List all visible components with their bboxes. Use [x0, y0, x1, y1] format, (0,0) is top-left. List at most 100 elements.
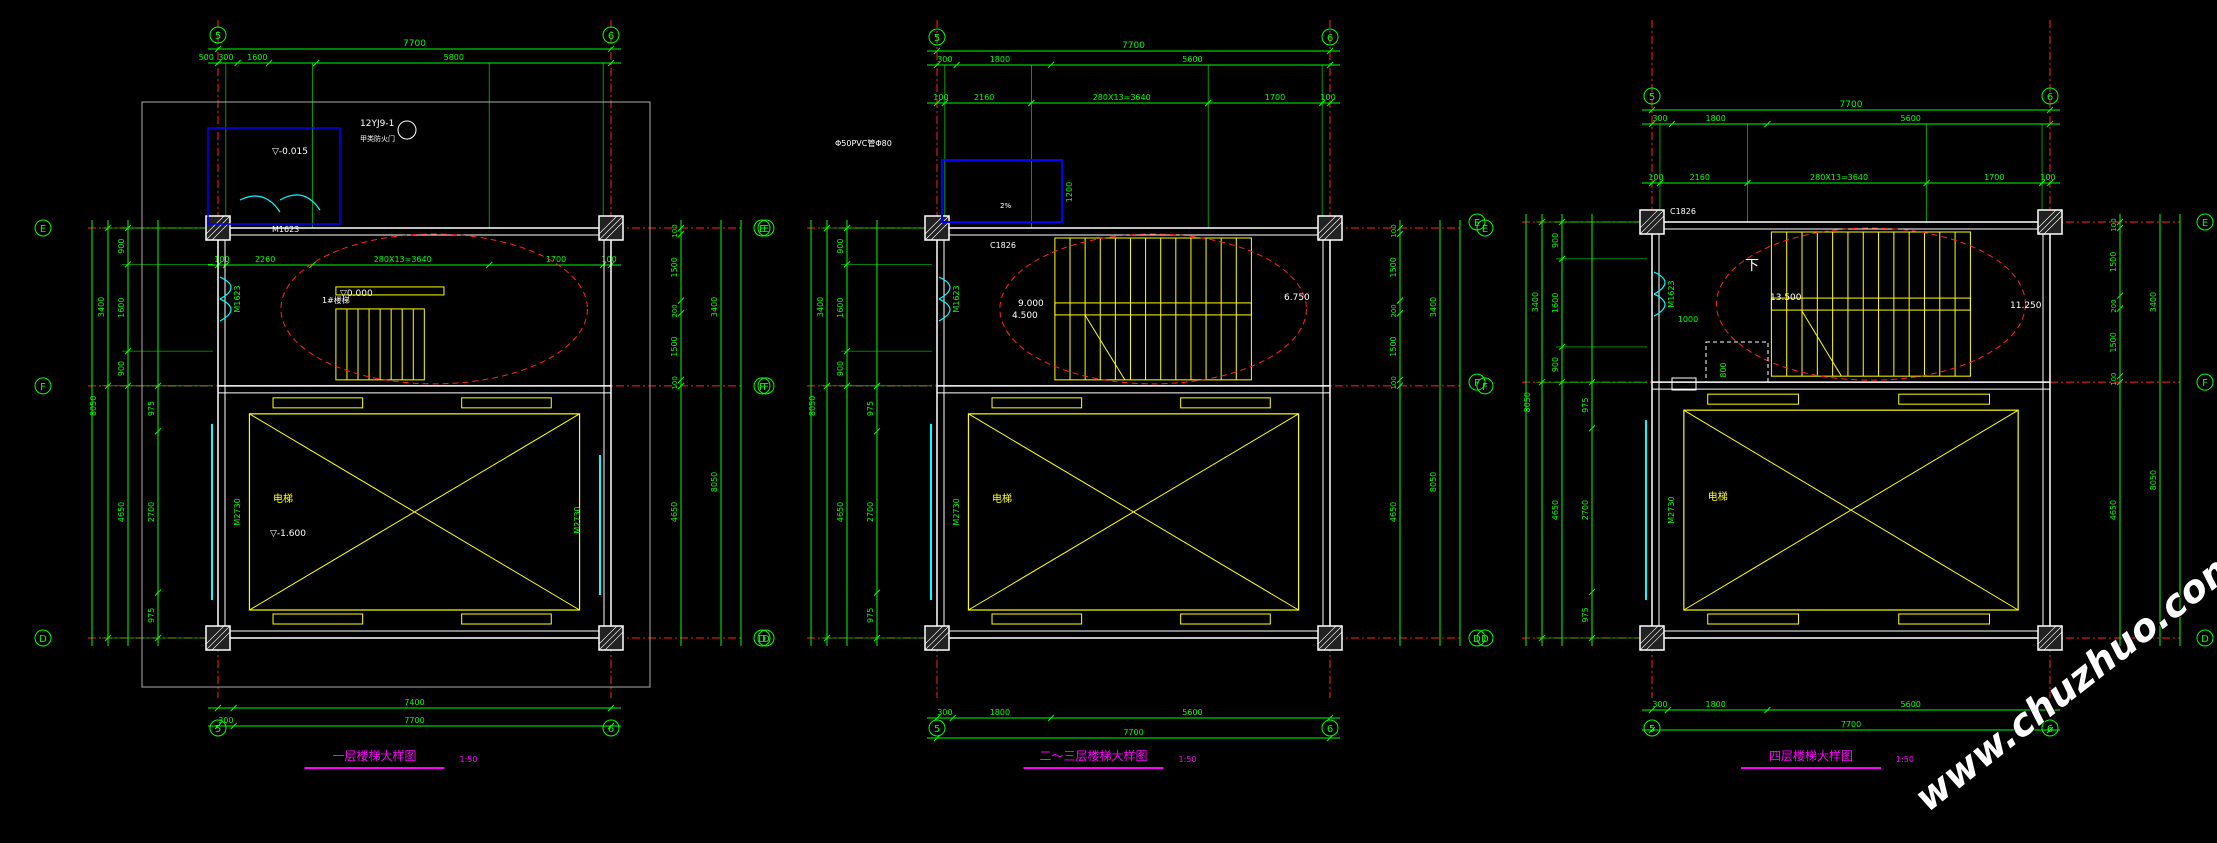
dim-stair: 1700	[1984, 173, 2004, 182]
dim-tick	[2116, 305, 2124, 312]
dim-tick	[265, 59, 273, 67]
grid-label: F	[40, 382, 46, 393]
dim-overall: 7700	[1840, 100, 1863, 110]
grid-bubble	[928, 28, 946, 46]
dim-tick	[2116, 372, 2124, 380]
dim-tick	[1764, 120, 1771, 128]
handrail	[1054, 302, 1252, 316]
dim-stair: 2160	[974, 93, 994, 102]
plan-scale: 1:50	[1896, 755, 1914, 764]
column-hatch	[211, 221, 231, 241]
grid-label: F	[2202, 378, 2208, 389]
grid-bubble	[1321, 28, 1339, 46]
column-hatch	[924, 625, 950, 651]
dim-bottom: 5600	[1182, 708, 1202, 717]
door-label: M1623	[233, 285, 242, 312]
grid-bubble	[2041, 719, 2059, 737]
dim-left: 1600	[117, 298, 126, 318]
dim-tick	[1668, 120, 1676, 128]
door-label-entry: M1623	[272, 225, 299, 234]
column-hatch	[205, 215, 231, 241]
grid-bubble	[1468, 629, 1486, 647]
level-elevator: ▽-1.600	[270, 529, 306, 539]
column-hatch	[1323, 631, 1343, 651]
dim-left: 900	[117, 361, 126, 376]
dim-left: 8050	[1523, 392, 1532, 412]
stair-label: 1#楼梯	[322, 295, 350, 305]
inner-wall	[1658, 228, 2044, 632]
dim-tick	[214, 45, 222, 53]
column-hatch	[2037, 209, 2057, 229]
dim-right: 4650	[670, 502, 679, 522]
column-hatch	[924, 215, 944, 235]
dim-tick	[607, 45, 615, 53]
outer-wall	[217, 227, 612, 639]
plan-scale: 1:50	[460, 755, 478, 764]
canopy-note-sub: 甲类防火门	[360, 134, 395, 143]
column-hatch	[1317, 625, 1343, 651]
dim-stair: 1700	[1265, 93, 1285, 102]
dim-tick	[1396, 230, 1404, 238]
grid-bubble	[209, 26, 227, 44]
dim-tick	[949, 714, 957, 722]
grid-label: D	[1473, 634, 1481, 645]
dim-left: 3400	[1531, 292, 1540, 312]
dim-tick	[1326, 47, 1334, 55]
column-hatch	[598, 625, 618, 645]
dim-left: 2700	[147, 502, 156, 522]
grid-bubble	[757, 377, 775, 395]
dim-tick	[677, 224, 685, 232]
level-landing-b: 4.500	[1012, 311, 1038, 321]
column-hatch	[2037, 625, 2063, 651]
dim-extra: 800	[1719, 362, 1728, 377]
dim-right: 200	[2110, 299, 2118, 312]
grid-label: E	[2202, 218, 2208, 229]
plan-title: 四层楼梯大样图	[1769, 748, 1853, 763]
dim-tick	[2116, 218, 2124, 226]
dim-tick	[2116, 224, 2124, 232]
door-label: M2730	[952, 498, 961, 525]
stair-break	[1800, 309, 1842, 377]
grid-label: E	[40, 224, 46, 235]
dim-stair: 2260	[255, 255, 275, 264]
dim-stair: 100	[1320, 93, 1335, 102]
dim-tick	[1648, 706, 1656, 714]
dim-stair: 280X13=3640	[1810, 173, 1868, 182]
grid-label: 5	[1649, 92, 1655, 103]
grid-label: D	[762, 634, 770, 645]
handrail	[335, 286, 445, 296]
level-upper: 11.250	[2010, 301, 2042, 311]
grid-label: E	[763, 224, 769, 235]
grid-bubble	[1643, 87, 1661, 105]
dim-tick	[933, 99, 941, 107]
dim-right: 3400	[1429, 297, 1438, 317]
dim-tick	[2046, 120, 2054, 128]
dim-tick	[933, 734, 941, 742]
column-hatch	[1639, 625, 1659, 645]
level-canopy: ▽-0.015	[272, 147, 308, 157]
elevator-sill	[991, 613, 1083, 625]
dim-tick	[933, 714, 941, 722]
dim-part: 5800	[444, 53, 464, 62]
column-hatch	[924, 215, 950, 241]
elevator-cross	[1683, 409, 2019, 611]
dim-bottom: 1800	[1706, 700, 1726, 709]
dim-right: 8050	[710, 472, 719, 492]
elevator-sill	[272, 613, 364, 625]
dim-right: 100	[671, 224, 679, 237]
dim-left: 900	[836, 239, 845, 254]
dim-part: 5600	[1182, 55, 1202, 64]
column-hatch	[924, 625, 944, 645]
grid-bubble	[602, 719, 620, 737]
column-hatch	[604, 221, 624, 241]
grid-bubble	[209, 719, 227, 737]
dim-right: 3400	[710, 297, 719, 317]
level-stair: ▽0.000	[340, 289, 373, 299]
dim-tick	[1588, 588, 1596, 596]
dim-tick	[677, 309, 685, 317]
grid-label: E	[1482, 224, 1488, 235]
dim-right: 1500	[670, 257, 679, 277]
grid-label: 5	[934, 724, 940, 735]
dim-left: 975	[147, 401, 156, 416]
grid-label: D	[2201, 634, 2209, 645]
